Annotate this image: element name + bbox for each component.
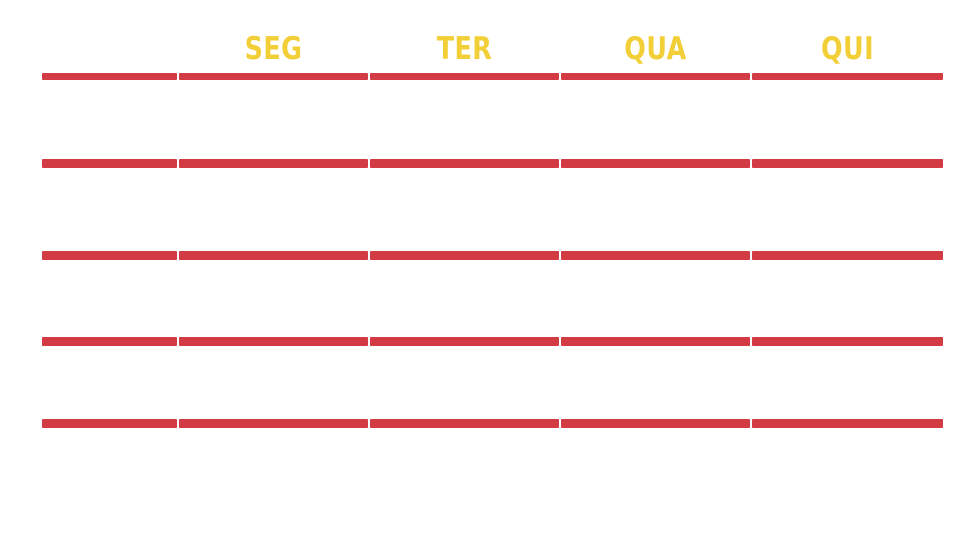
divider-cell bbox=[561, 337, 750, 346]
divider-cell bbox=[370, 337, 559, 346]
divider-cell bbox=[42, 337, 177, 346]
divider-cell bbox=[561, 159, 750, 168]
divider-cell bbox=[42, 251, 177, 260]
divider-cell bbox=[42, 159, 177, 168]
header-ter: TER bbox=[436, 31, 493, 67]
table-row-1[interactable] bbox=[42, 80, 943, 159]
divider-cell bbox=[179, 159, 368, 168]
header-qui: QUI bbox=[821, 31, 874, 67]
divider-cell bbox=[752, 419, 943, 428]
divider-cell bbox=[42, 419, 177, 428]
divider-cell bbox=[752, 337, 943, 346]
header-qua: QUA bbox=[624, 31, 687, 67]
divider-cell bbox=[752, 159, 943, 168]
table-row-3[interactable] bbox=[42, 260, 943, 337]
divider-cell bbox=[752, 73, 943, 80]
divider-cell bbox=[179, 251, 368, 260]
divider-cell bbox=[370, 73, 559, 80]
divider-cell bbox=[179, 73, 368, 80]
divider-cell bbox=[42, 73, 177, 80]
divider-cell bbox=[370, 419, 559, 428]
divider-cell bbox=[370, 159, 559, 168]
header-seg: SEG bbox=[244, 31, 303, 67]
divider-cell bbox=[561, 419, 750, 428]
table-row-5[interactable] bbox=[42, 428, 943, 528]
table-row-4[interactable] bbox=[42, 346, 943, 419]
table-row-2[interactable] bbox=[42, 168, 943, 251]
divider-cell bbox=[179, 337, 368, 346]
divider-cell bbox=[561, 251, 750, 260]
divider-cell bbox=[561, 73, 750, 80]
divider-cell bbox=[370, 251, 559, 260]
divider-cell bbox=[179, 419, 368, 428]
divider-cell bbox=[752, 251, 943, 260]
